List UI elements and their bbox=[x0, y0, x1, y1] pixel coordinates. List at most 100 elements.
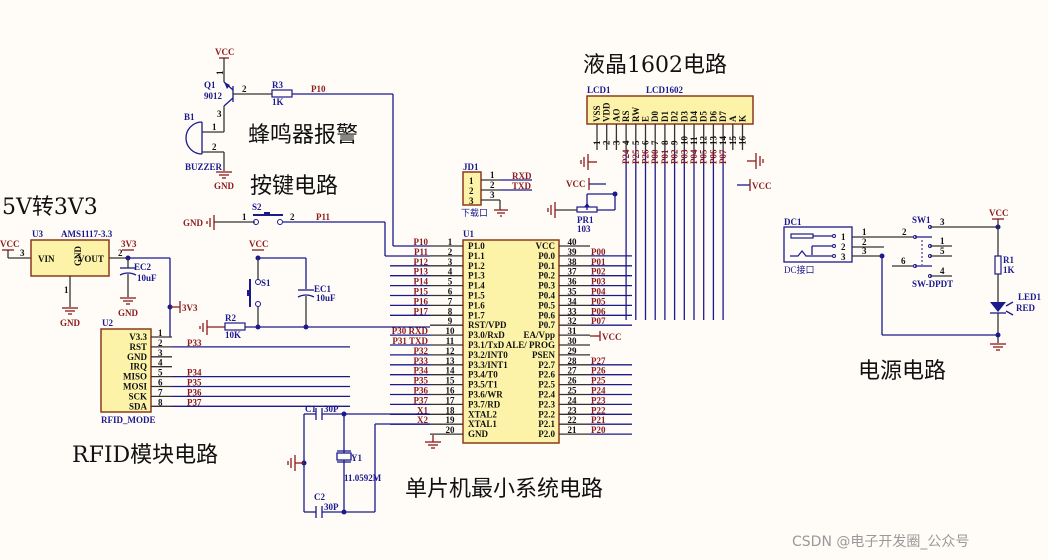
net-label: P24 bbox=[621, 149, 631, 164]
led1-value: RED bbox=[1016, 303, 1036, 313]
dc-jack bbox=[783, 226, 853, 263]
watermark: CSDN @电子开发圈_公众号 bbox=[792, 534, 969, 550]
mcu-pin-number: 26 bbox=[568, 376, 578, 386]
svg-text:1: 1 bbox=[212, 122, 217, 132]
svg-text:6: 6 bbox=[901, 256, 906, 266]
resistor-icon bbox=[994, 255, 1002, 275]
mcu-pin-number: 8 bbox=[448, 306, 453, 316]
svg-text:1: 1 bbox=[490, 170, 495, 180]
mcu-pin-number: 27 bbox=[568, 366, 578, 376]
rfid-chip bbox=[100, 328, 152, 413]
mcu-pin-number: 23 bbox=[568, 405, 578, 415]
switch-icon bbox=[247, 279, 261, 307]
mcu-pin-name: GND bbox=[468, 429, 489, 439]
net-label: P26 bbox=[591, 366, 606, 376]
net-label: P02 bbox=[670, 149, 680, 164]
mcu-pin-number: 30 bbox=[568, 336, 578, 346]
net-label: P07 bbox=[591, 316, 606, 326]
net-label: P00 bbox=[650, 149, 660, 164]
net-label: P23 bbox=[591, 395, 606, 405]
capacitor-icon bbox=[119, 267, 137, 276]
mcu-pin-number: 7 bbox=[448, 296, 453, 306]
ground-icon bbox=[580, 154, 589, 170]
mcu-pin-name: P2.3 bbox=[538, 399, 555, 409]
svg-text:3: 3 bbox=[469, 196, 474, 206]
svg-text:VIN: VIN bbox=[38, 254, 55, 264]
mcu-pin-number: 35 bbox=[568, 287, 578, 297]
mcu-pin-number: 34 bbox=[568, 296, 578, 306]
ground-icon bbox=[199, 320, 208, 335]
u3-value: AMS1117-3.3 bbox=[61, 229, 113, 239]
mcu-pin-name: PSEN bbox=[532, 350, 556, 360]
buzzer-icon bbox=[185, 121, 203, 155]
rfid-pin-number: 6 bbox=[158, 378, 163, 388]
mcu-pin-number: 4 bbox=[448, 267, 453, 277]
net-label: P06 bbox=[708, 149, 718, 164]
u3-ref: U3 bbox=[32, 229, 43, 239]
svg-text:VCC: VCC bbox=[249, 239, 269, 249]
net-label: P06 bbox=[591, 306, 606, 316]
lcd-pin-name: RW bbox=[631, 107, 641, 122]
svg-text:3V3: 3V3 bbox=[121, 239, 137, 249]
lcd-pin-name: D1 bbox=[660, 111, 670, 122]
mcu-pin-number: 25 bbox=[568, 386, 578, 396]
jd1-connector bbox=[462, 171, 482, 206]
mcu-pin-number: 40 bbox=[568, 237, 578, 247]
rfid-pin-number: 1 bbox=[158, 328, 163, 338]
key-circuit: GND 1 S2 2 P11 bbox=[183, 202, 430, 257]
lcd-ref: LCD1 bbox=[587, 85, 611, 95]
mcu-pin-number: 28 bbox=[568, 356, 578, 366]
b1-value: BUZZER bbox=[185, 162, 223, 172]
net-label: P15 bbox=[414, 287, 429, 297]
mcu-pin-name: P3.1/TxD bbox=[468, 340, 505, 350]
net-label: X1 bbox=[417, 405, 428, 415]
net-label: P31 TXD bbox=[392, 336, 428, 346]
ground-icon bbox=[425, 435, 441, 449]
mcu-pin-name: P1.5 bbox=[468, 291, 485, 301]
net-label: P25 bbox=[631, 149, 641, 164]
ground-icon bbox=[216, 171, 232, 179]
c2-value: 30P bbox=[324, 502, 339, 512]
mcu-pin-number: 18 bbox=[446, 405, 456, 415]
lcd-pin-name: D7 bbox=[718, 111, 728, 122]
svg-text:2: 2 bbox=[242, 84, 247, 94]
u2-ref: U2 bbox=[102, 318, 113, 328]
mcu-pin-number: 19 bbox=[446, 415, 456, 425]
svg-text:2: 2 bbox=[902, 227, 907, 237]
net-label: P11 bbox=[414, 247, 429, 257]
ec2-ref: EC2 bbox=[134, 262, 152, 272]
svg-text:3: 3 bbox=[841, 252, 846, 262]
net-label: P13 bbox=[414, 267, 429, 277]
rfid-pin-name: MOSI bbox=[123, 382, 148, 392]
net-label: P33 bbox=[187, 338, 202, 348]
resistor-icon bbox=[271, 89, 293, 98]
mcu-pin-name: P0.6 bbox=[538, 310, 555, 320]
u2-value: RFID_MODE bbox=[101, 415, 156, 425]
lcd-pin-number: 3 bbox=[611, 140, 621, 145]
rfid-pin-name: SDA bbox=[129, 401, 148, 411]
vcc-label: VCC bbox=[215, 47, 235, 57]
mcu-pin-number: 3 bbox=[448, 257, 453, 267]
c1-ref: C1 bbox=[305, 404, 316, 414]
lcd-value: LCD1602 bbox=[646, 85, 684, 95]
sw1-value: SW-DPDT bbox=[912, 279, 953, 289]
lcd-pin-number: 14 bbox=[718, 136, 728, 146]
rfid-pin-name: SCK bbox=[128, 391, 147, 401]
jd1-ref: JD1 bbox=[463, 162, 479, 172]
mcu-pin-number: 9 bbox=[448, 316, 453, 326]
mcu-pin-name: P1.1 bbox=[468, 251, 485, 261]
mcu-pin-number: 13 bbox=[446, 356, 456, 366]
mcu-pin-number: 21 bbox=[568, 425, 578, 435]
pr1-ref: PR1 bbox=[577, 215, 594, 225]
net-label: P00 bbox=[591, 247, 606, 257]
net-label: P32 bbox=[414, 346, 429, 356]
net-label: P36 bbox=[414, 386, 429, 396]
mcu-pin-name: P0.0 bbox=[538, 251, 555, 261]
net-label: P03 bbox=[679, 149, 689, 164]
mcu-pin-number: 16 bbox=[446, 386, 456, 396]
mcu-pin-number: 10 bbox=[446, 326, 456, 336]
net-txd: TXD bbox=[512, 181, 532, 191]
lcd-pin-name: K bbox=[738, 115, 748, 122]
